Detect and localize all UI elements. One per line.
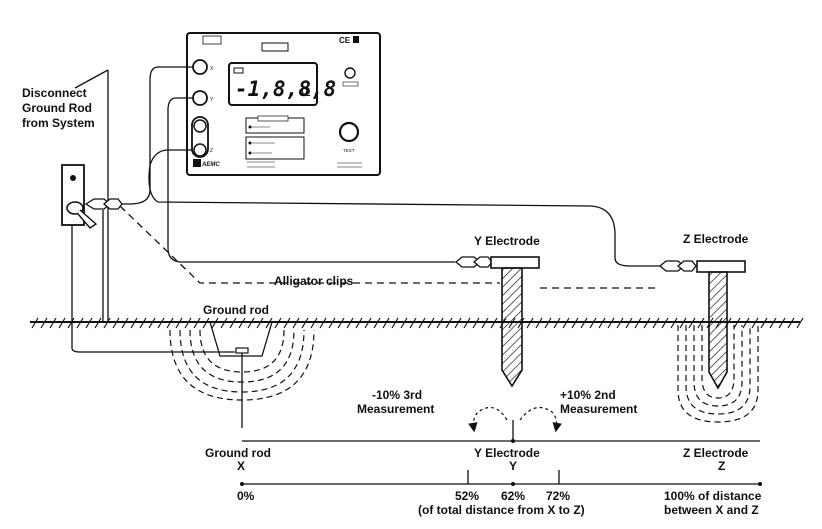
distance-scale <box>240 420 762 486</box>
terminal-x[interactable] <box>192 59 208 75</box>
ground-rod-label: Ground rod <box>203 303 269 317</box>
alligator-clip-set <box>84 198 697 272</box>
measurement-arrows <box>468 406 562 433</box>
y-electrode-label: Y Electrode <box>474 234 540 248</box>
second-measurement-line-1: +10% 2nd <box>560 388 616 402</box>
disconnect-line-1: Disconnect <box>22 86 87 100</box>
meter-display-unit: Ω <box>301 84 311 99</box>
scale-52-percent: 52% <box>455 489 479 503</box>
terminal-y[interactable] <box>192 90 208 106</box>
scale-y-title: Y Electrode <box>474 446 540 460</box>
ground-rod-x <box>169 321 315 428</box>
second-measurement-line-2: Measurement <box>560 402 637 416</box>
scale-100-line-2: between X and Z <box>664 503 759 517</box>
terminal-label-y: Y <box>210 97 214 103</box>
scale-72-percent: 72% <box>546 489 570 503</box>
scale-x-title: Ground rod <box>205 446 271 460</box>
z-electrode-label: Z Electrode <box>683 232 749 246</box>
y-electrode <box>490 256 540 388</box>
scale-0-percent: 0% <box>237 489 255 503</box>
test-button[interactable] <box>338 121 360 143</box>
third-measurement-line-2: Measurement <box>357 402 434 416</box>
terminal-label-z: Z <box>210 148 213 154</box>
scale-y-letter: Y <box>509 459 517 473</box>
terminal-z[interactable] <box>193 143 207 157</box>
scale-62-percent: 62% <box>501 489 525 503</box>
meter-display-value: -1,8,8,8 <box>235 77 336 101</box>
scale-z-letter: Z <box>718 459 725 473</box>
disconnect-line-2: Ground Rod <box>22 101 92 115</box>
third-measurement-line-1: -10% 3rd <box>372 388 422 402</box>
z-electrode <box>677 260 759 423</box>
terminal-label-x: X <box>210 66 214 72</box>
scale-x-letter: X <box>237 459 245 473</box>
meter-brand: AEMC <box>201 162 220 168</box>
test-leads <box>71 66 660 353</box>
system-ground-plate <box>61 164 98 229</box>
disconnect-line-3: from System <box>22 116 95 130</box>
ce-mark: CE <box>339 36 351 45</box>
scale-100-line-1: 100% of distance <box>664 489 762 503</box>
test-button-label: TEST <box>343 148 355 153</box>
alligator-clips-label: Alligator clips <box>274 274 354 288</box>
meter-indicator-light <box>344 67 356 79</box>
scale-z-title: Z Electrode <box>683 446 749 460</box>
terminal-z-upper[interactable] <box>193 119 207 133</box>
ground-surface <box>30 317 804 329</box>
scale-note: (of total distance from X to Z) <box>418 503 585 517</box>
disconnect-bracket <box>74 69 109 322</box>
disconnect-label: Disconnect Ground Rod from System <box>22 86 95 130</box>
ground-tester-meter: CE -1,8,8,8 Ω TEST AEMC X <box>186 32 381 176</box>
